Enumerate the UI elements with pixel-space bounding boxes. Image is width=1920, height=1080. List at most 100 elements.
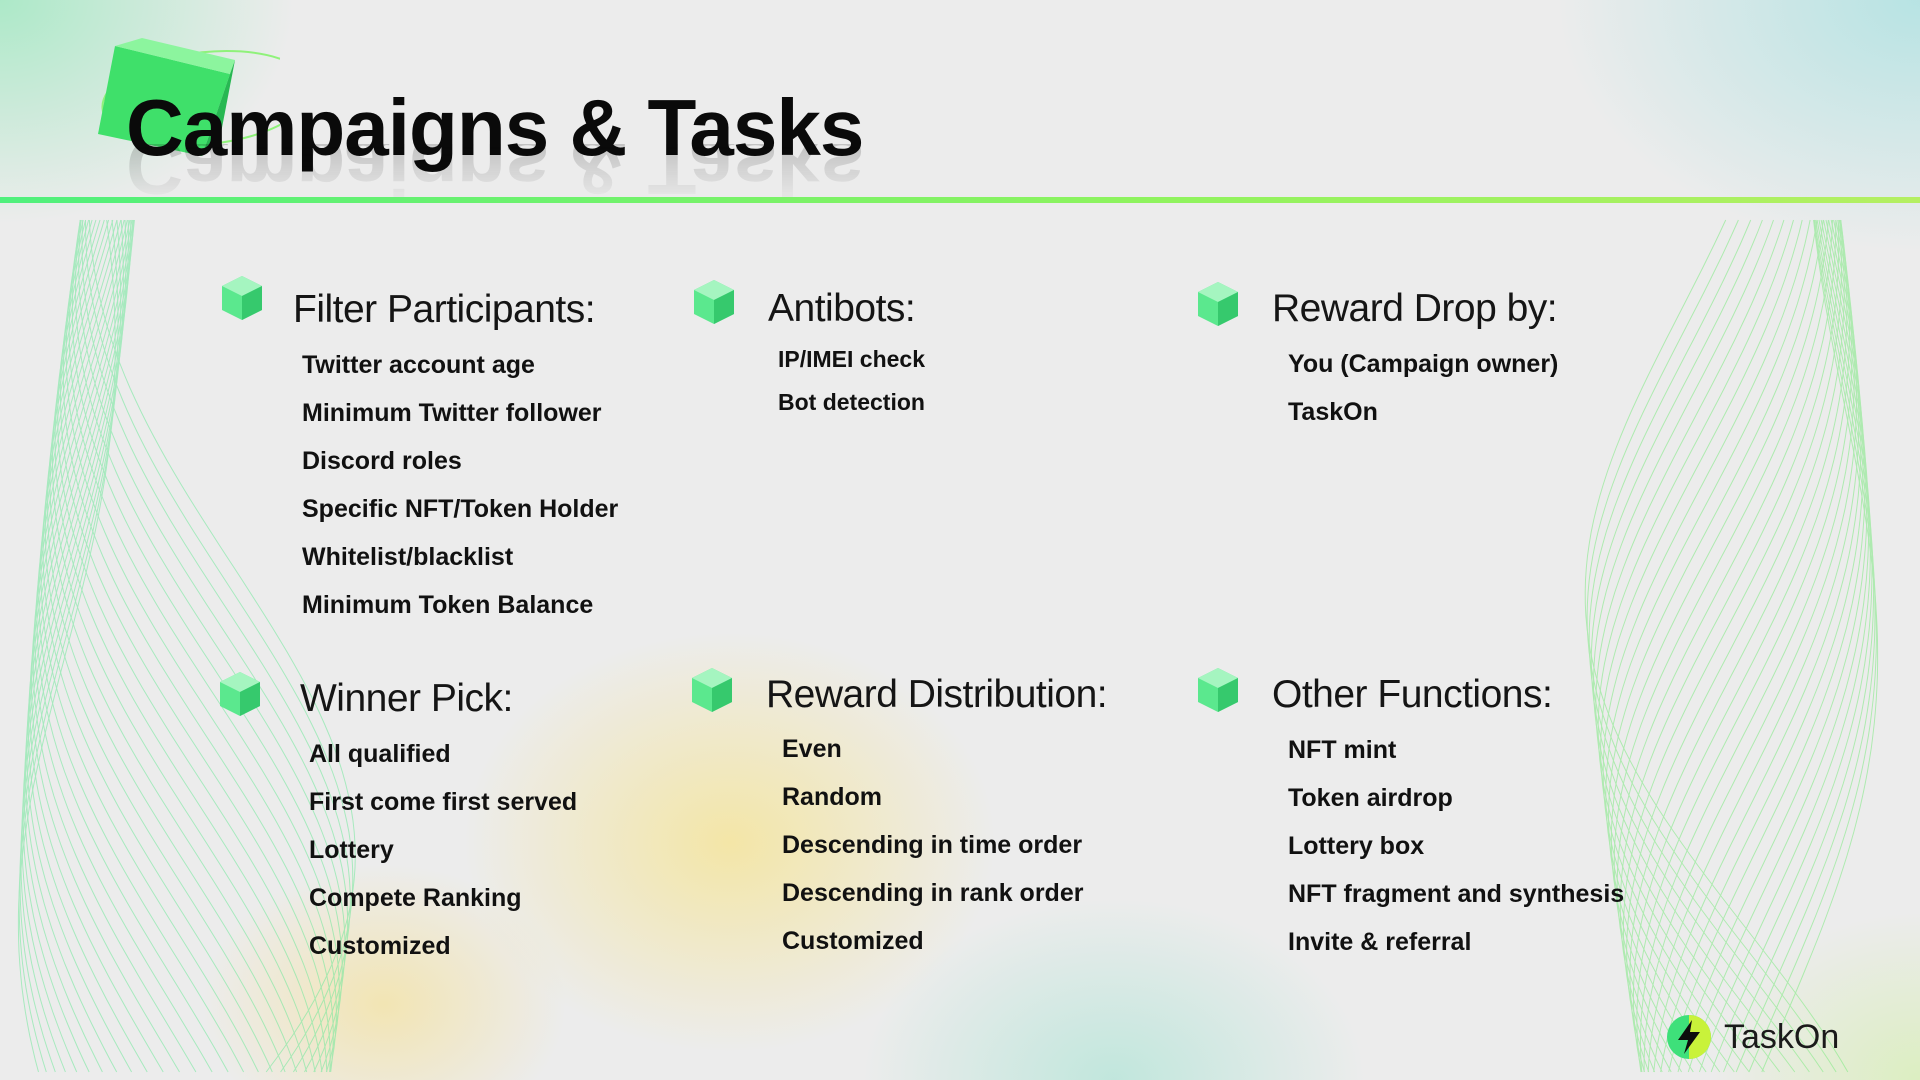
wave-line bbox=[27, 219, 148, 1073]
wave-line bbox=[1629, 219, 1848, 1073]
list-item: NFT fragment and synthesis bbox=[1288, 880, 1625, 908]
wave-line bbox=[1723, 219, 1875, 1073]
wave-line bbox=[1698, 219, 1871, 1073]
item-list: You (Campaign owner) TaskOn bbox=[1288, 340, 1558, 436]
wave-line bbox=[1647, 219, 1860, 1073]
list-item: All qualified bbox=[309, 740, 451, 768]
list-item: Lottery bbox=[309, 836, 394, 864]
list-item: Discord roles bbox=[302, 447, 462, 475]
section-title: Reward Drop by: bbox=[1272, 287, 1558, 330]
wave-line bbox=[49, 219, 308, 1073]
wave-line bbox=[54, 219, 323, 1073]
wave-line bbox=[1735, 219, 1876, 1073]
section-title: Winner Pick: bbox=[300, 677, 513, 720]
green-cube-logo-icon bbox=[98, 38, 280, 156]
list-item: Token airdrop bbox=[1288, 784, 1453, 812]
wave-line bbox=[1610, 219, 1829, 1073]
wave-line bbox=[1748, 219, 1877, 1073]
wave-line bbox=[1710, 219, 1873, 1073]
list-item: Minimum Twitter follower bbox=[302, 399, 602, 427]
wave-line bbox=[1626, 219, 1845, 1073]
brand-footer: TaskOn bbox=[1666, 1014, 1856, 1064]
wave-line bbox=[1605, 219, 1818, 1073]
list-item: Twitter account age bbox=[302, 351, 535, 379]
item-list: Twitter account age Minimum Twitter foll… bbox=[302, 341, 618, 629]
wave-line bbox=[1636, 219, 1853, 1073]
wave-line bbox=[1619, 219, 1840, 1073]
wave-line bbox=[34, 219, 213, 1073]
list-item: IP/IMEI check bbox=[778, 346, 926, 372]
list-item: Invite & referral bbox=[1288, 928, 1472, 956]
list-item: Lottery box bbox=[1288, 832, 1425, 860]
wave-line bbox=[32, 219, 197, 1073]
green-cube-icon bbox=[222, 276, 262, 320]
wave-line bbox=[29, 219, 164, 1073]
wave-line bbox=[40, 219, 259, 1073]
wave-line bbox=[1602, 219, 1811, 1073]
wave-line bbox=[17, 219, 116, 1073]
wave-line bbox=[1640, 219, 1855, 1073]
section-title: Other Functions: bbox=[1272, 673, 1553, 716]
wave-line bbox=[1687, 219, 1870, 1073]
wave-line bbox=[18, 219, 119, 1073]
wave-line bbox=[68, 219, 340, 1073]
green-cube-icon bbox=[692, 668, 732, 712]
wave-line bbox=[1600, 219, 1803, 1073]
section-title: Reward Distribution: bbox=[766, 673, 1108, 716]
wave-line bbox=[1607, 219, 1824, 1073]
title-underline bbox=[0, 197, 1920, 203]
wave-line bbox=[1668, 219, 1866, 1073]
item-list: NFT mint Token airdrop Lottery box NFT f… bbox=[1288, 726, 1624, 966]
wave-line bbox=[1588, 219, 1824, 1073]
wave-line bbox=[1677, 219, 1868, 1073]
list-item: Bot detection bbox=[778, 389, 925, 415]
wave-line bbox=[1597, 219, 1794, 1073]
list-item: Whitelist/blacklist bbox=[302, 543, 514, 571]
wave-line bbox=[31, 219, 180, 1073]
wave-line bbox=[20, 219, 124, 1073]
wave-line bbox=[1616, 219, 1837, 1073]
wave-line bbox=[1584, 219, 1849, 1073]
list-item: Minimum Token Balance bbox=[302, 591, 594, 619]
slide-title: Campaigns & Tasks bbox=[126, 83, 864, 172]
list-item: Descending in time order bbox=[782, 831, 1083, 859]
wave-line bbox=[1643, 219, 1858, 1073]
wave-line bbox=[1761, 219, 1879, 1073]
wave-line bbox=[47, 219, 298, 1073]
wave-line bbox=[24, 219, 134, 1073]
wave-line bbox=[65, 219, 337, 1073]
list-item: Random bbox=[782, 783, 882, 811]
wave-line bbox=[1586, 219, 1837, 1073]
item-list: Even Random Descending in time order Des… bbox=[782, 725, 1083, 965]
wave-line bbox=[19, 219, 122, 1073]
wave-line bbox=[36, 219, 229, 1073]
list-item: NFT mint bbox=[1288, 736, 1397, 764]
list-item: Customized bbox=[782, 927, 924, 955]
list-item: Customized bbox=[309, 932, 451, 960]
wave-line bbox=[21, 219, 127, 1073]
list-item: Descending in rank order bbox=[782, 879, 1084, 907]
section-title: Filter Participants: bbox=[293, 288, 596, 331]
list-item: You (Campaign owner) bbox=[1288, 350, 1559, 378]
section-title: Antibots: bbox=[768, 287, 916, 330]
wave-line bbox=[38, 219, 245, 1073]
list-item: First come first served bbox=[309, 788, 578, 816]
green-cube-icon bbox=[694, 280, 734, 324]
green-cube-icon bbox=[1198, 668, 1238, 712]
item-list: All qualified First come first served Lo… bbox=[309, 730, 577, 970]
wave-line bbox=[1632, 219, 1851, 1073]
taskon-logo-icon bbox=[1667, 1015, 1711, 1059]
wave-line bbox=[23, 219, 132, 1073]
brand-name: TaskOn bbox=[1724, 1018, 1840, 1056]
wave-line bbox=[1660, 219, 1864, 1073]
wave-line bbox=[1653, 219, 1862, 1073]
wave-line bbox=[1613, 219, 1833, 1073]
wave-line bbox=[44, 219, 286, 1073]
wave-line bbox=[57, 219, 328, 1073]
wave-line bbox=[59, 219, 331, 1073]
list-item: TaskOn bbox=[1288, 398, 1378, 426]
list-item: Even bbox=[782, 735, 842, 763]
item-list: IP/IMEI check Bot detection bbox=[778, 338, 925, 424]
wave-line bbox=[1622, 219, 1843, 1073]
green-cube-icon bbox=[1198, 282, 1238, 326]
